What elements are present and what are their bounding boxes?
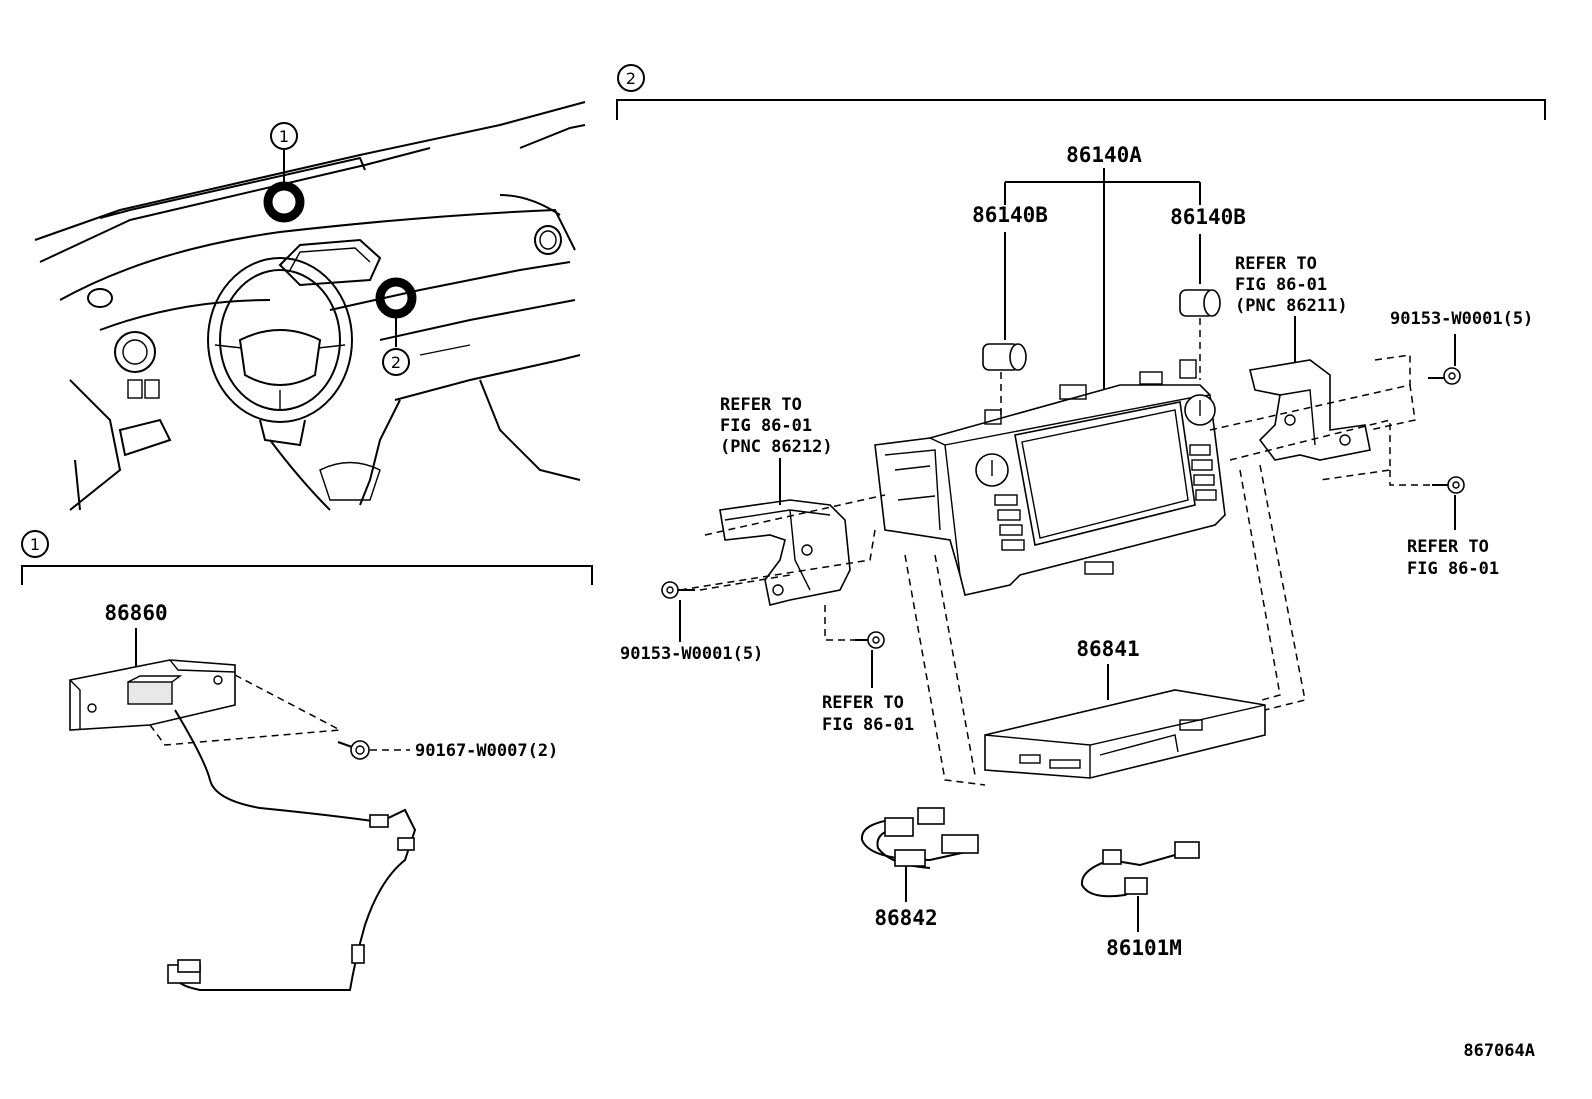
callout-circle-1-section xyxy=(21,530,49,558)
label-86140B-left: 86140B xyxy=(972,203,1048,227)
label-90167: 90167-W0007(2) xyxy=(415,741,558,761)
ref-lower-line-2: FIG 86-01 xyxy=(822,715,914,735)
section-1: 1 86860 90167-W0007(2) xyxy=(21,530,593,991)
ref-left-bracket: REFER TO FIG 86-01 (PNC 86212) xyxy=(720,395,833,457)
ref-left-line-2: FIG 86-01 xyxy=(720,416,812,436)
ref-right-bracket: REFER TO FIG 86-01 (PNC 86211) xyxy=(1235,254,1348,316)
callout-2-top: 2 xyxy=(391,353,401,372)
diagram-id: 867064A xyxy=(1463,1041,1535,1061)
knob-86140B-left xyxy=(982,343,1027,371)
ref-right-line-2: FIG 86-01 xyxy=(1235,275,1327,295)
ref-right-bolt-line-2: FIG 86-01 xyxy=(1407,559,1499,579)
label-86860: 86860 xyxy=(104,601,167,625)
bolt-lower-ref xyxy=(855,631,885,649)
label-86101M: 86101M xyxy=(1106,936,1182,960)
callout-2-section: 2 xyxy=(626,69,636,88)
ref-lower-bolt: REFER TO FIG 86-01 xyxy=(822,693,914,735)
label-90153-left: 90153-W0001(5) xyxy=(620,644,763,664)
part-86860 xyxy=(69,659,236,731)
bracket-right-ref xyxy=(1249,359,1371,461)
callout-circle-1-top xyxy=(270,122,298,150)
label-86140B-right: 86140B xyxy=(1170,205,1246,229)
knob-86140B-right xyxy=(1179,289,1221,317)
bolt-90167 xyxy=(337,740,370,760)
ref-right-line-3: (PNC 86211) xyxy=(1235,296,1348,316)
section-2-bracket xyxy=(616,99,1546,120)
callout-circle-2-section xyxy=(617,64,645,92)
callout-1-section: 1 xyxy=(30,535,40,554)
bolt-90153-left xyxy=(661,581,695,599)
location-mark-1 xyxy=(263,181,305,223)
module-86841 xyxy=(984,689,1266,779)
bolt-right-ref xyxy=(1432,476,1465,494)
label-86140A: 86140A xyxy=(1066,143,1142,167)
display-unit-86140A xyxy=(874,359,1226,596)
bolt-90153-right xyxy=(1428,367,1461,385)
ref-left-line-1: REFER TO xyxy=(720,395,802,415)
dashboard-overview: 1 2 xyxy=(34,101,586,511)
callout-circle-2-top xyxy=(382,348,410,376)
section-1-bracket xyxy=(21,565,593,585)
ref-right-bolt-line-1: REFER TO xyxy=(1407,537,1489,557)
bracket-left-ref xyxy=(719,499,851,606)
ref-right-line-1: REFER TO xyxy=(1235,254,1317,274)
ref-left-line-3: (PNC 86212) xyxy=(720,437,833,457)
label-86842: 86842 xyxy=(874,906,937,930)
harness-86101M xyxy=(1080,841,1200,898)
label-90153-right: 90153-W0001(5) xyxy=(1390,309,1533,329)
ref-lower-line-1: REFER TO xyxy=(822,693,904,713)
label-86841: 86841 xyxy=(1076,637,1139,661)
harness-86860 xyxy=(174,709,381,823)
callout-1-top: 1 xyxy=(279,127,289,146)
ref-right-bolt: REFER TO FIG 86-01 xyxy=(1407,537,1499,579)
harness-86842 xyxy=(860,807,979,869)
section-2: 2 86140A 86140B 86140B xyxy=(616,64,1546,960)
